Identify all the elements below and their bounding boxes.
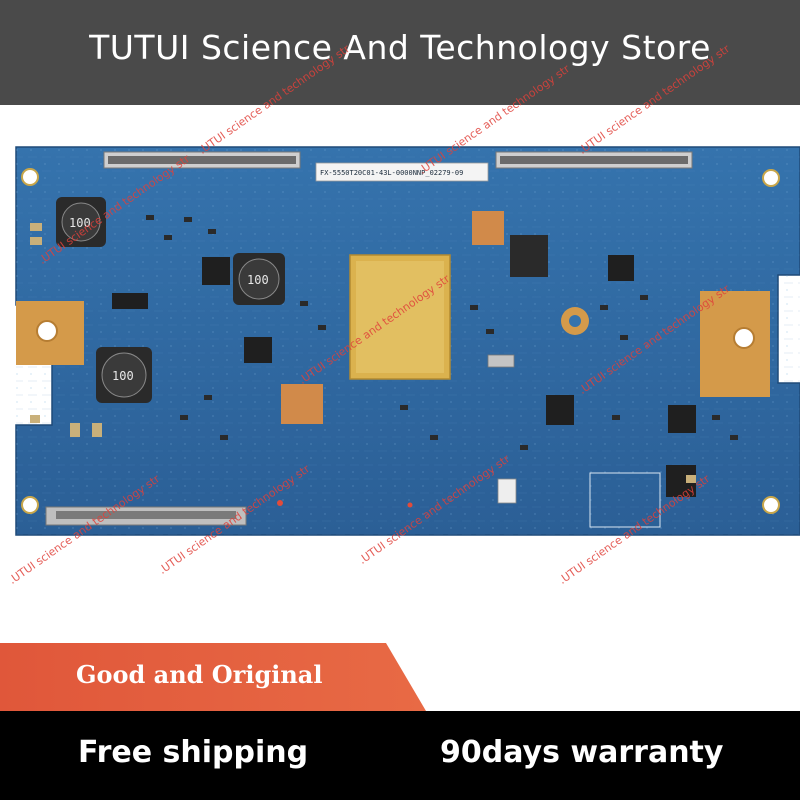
mounting-hole [21, 496, 39, 514]
connector-outline [589, 472, 661, 528]
ic-chip [112, 293, 148, 309]
mounting-hole [21, 168, 39, 186]
inductor-coil-2: 100 [233, 253, 285, 305]
mounting-hole [762, 169, 780, 187]
ic-chip [202, 257, 230, 285]
small-connector [497, 478, 517, 504]
warranty-text: 90days warranty [440, 735, 724, 770]
ic-chip [608, 255, 634, 281]
crystal [487, 354, 515, 368]
copper-pad [281, 384, 323, 424]
svg-text:100: 100 [112, 369, 134, 383]
copper-pad [472, 211, 504, 245]
quality-banner [0, 643, 426, 711]
free-shipping-text: Free shipping [78, 735, 309, 770]
capacitors [30, 223, 696, 483]
mounting-hole [762, 496, 780, 514]
footer-bar [0, 711, 800, 800]
svg-text:100: 100 [69, 216, 91, 230]
smd-components [146, 215, 738, 450]
svg-text:100: 100 [247, 273, 269, 287]
store-title: TUTUI Science And Technology Store [89, 28, 711, 67]
ic-chip [668, 405, 696, 433]
part-number-text: FX-5550T20C01-43L-0000NNP_02279-09 [320, 169, 463, 177]
inductor-coil-1: 100 [56, 197, 106, 247]
banner-text: Good and Original [76, 660, 323, 689]
ic-chip [244, 337, 272, 363]
inductor-coil-3: 100 [96, 347, 152, 403]
tcon-board-image: FX-5550T20C01-43L-0000NNP_02279-09 100 1… [15, 146, 800, 536]
product-photo: FX-5550T20C01-43L-0000NNP_02279-09 100 1… [0, 42, 800, 637]
part-number-label [315, 162, 489, 182]
ic-chip [546, 395, 574, 425]
store-header: TUTUI Science And Technology Store [0, 0, 800, 105]
ic-chip [510, 235, 548, 277]
